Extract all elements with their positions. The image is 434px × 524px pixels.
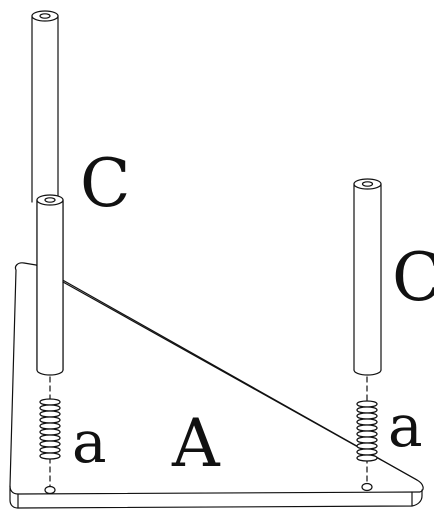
- label-panel-a: A: [171, 405, 221, 482]
- panel-a: [9, 262, 424, 509]
- rod-c-right: [353, 178, 382, 376]
- panel-holes: [44, 482, 373, 495]
- screw-a-right: [356, 400, 378, 462]
- label-rod-c-right: C: [392, 239, 434, 316]
- rod-c-left: [36, 194, 64, 376]
- screw-a-left: [39, 398, 61, 460]
- rod-c-upper: [31, 10, 59, 203]
- label-rod-c-upper: C: [80, 145, 131, 222]
- label-screw-a-right: a: [388, 392, 423, 460]
- label-screw-a-left: a: [72, 408, 107, 476]
